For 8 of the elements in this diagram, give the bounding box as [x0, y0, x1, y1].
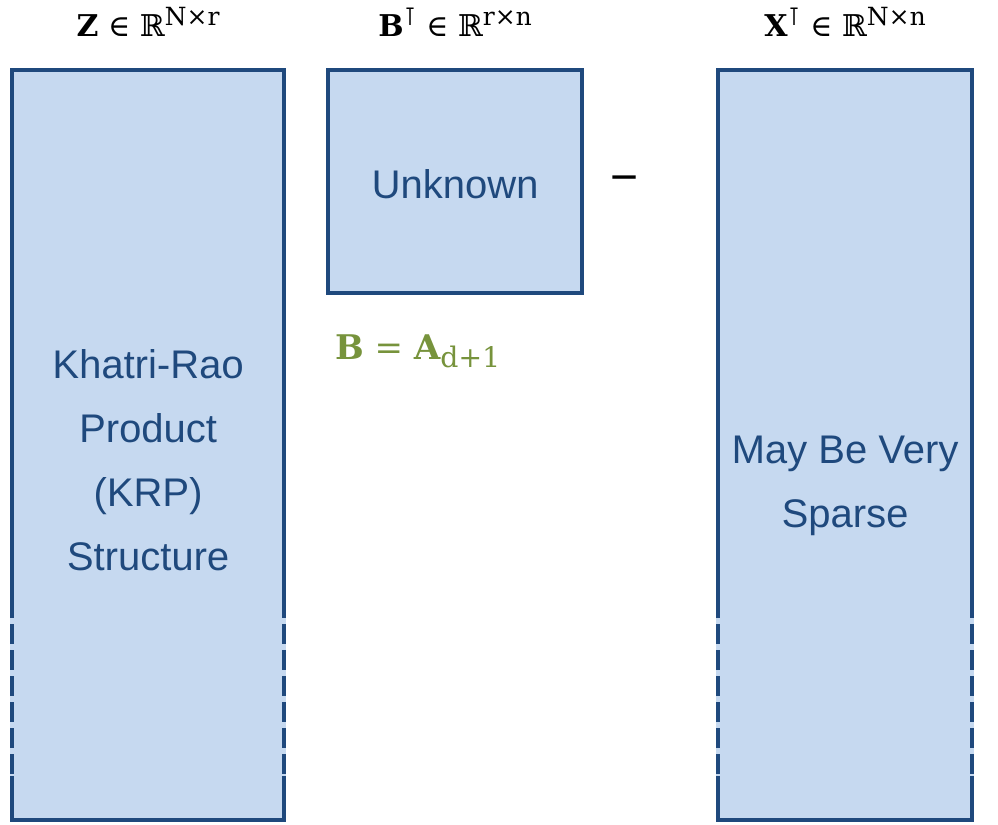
matrix-label: X$^{⊺}$ ∈ ℝ$^{N×n}$: [763, 2, 927, 44]
matrix-label: Z ∈ ℝ$^{N×r}$: [76, 2, 220, 44]
matrix-description: Khatri-Rao Product (KRP) Structure: [51, 342, 245, 581]
equation-label: B = A$_{d+1}$: [335, 328, 500, 374]
minus-sign: −: [610, 150, 638, 205]
matrix-description: Unknown: [370, 162, 540, 209]
matrix-label: B$^{⊺}$ ∈ ℝ$^{r×n}$: [377, 2, 533, 44]
matrix-description: May Be Very Sparse: [730, 427, 960, 538]
